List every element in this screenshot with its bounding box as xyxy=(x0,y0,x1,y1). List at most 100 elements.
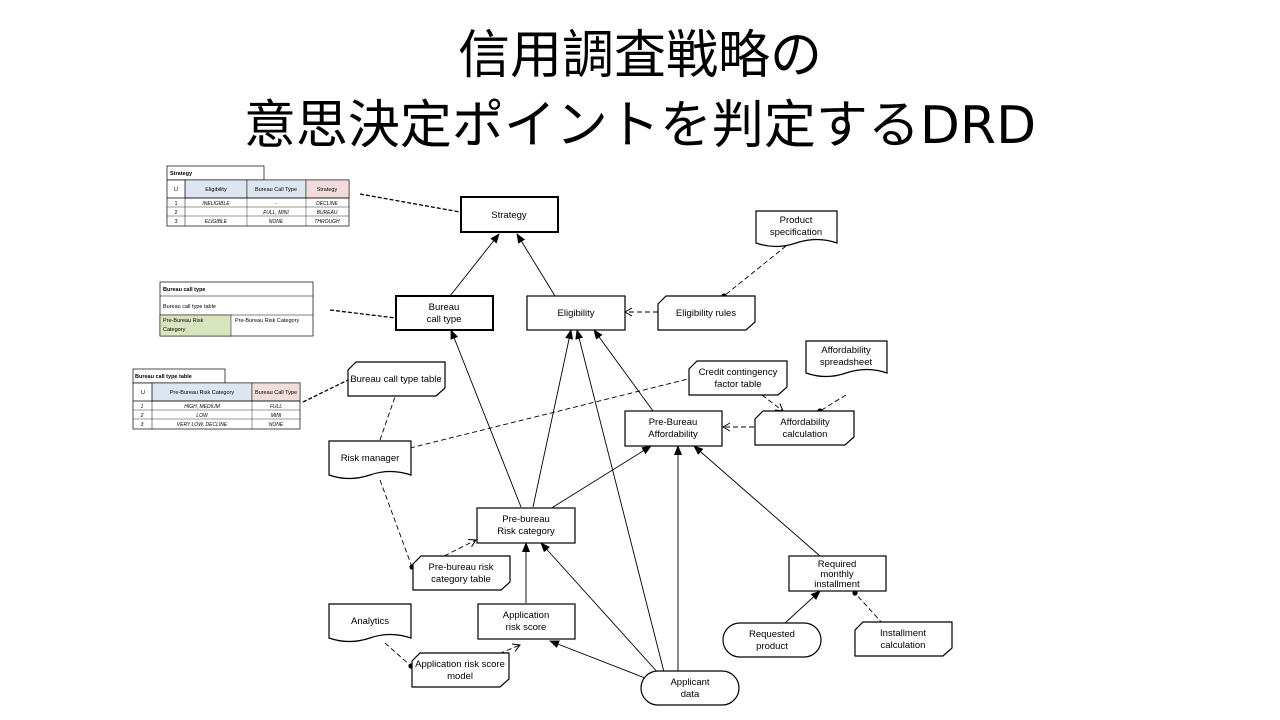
node-calc-label-2: calculation xyxy=(783,429,828,440)
node-risk-label-1: Pre-bureau xyxy=(502,514,550,525)
node-analytics-label: Analytics xyxy=(351,616,389,627)
edge-eligibility-strategy xyxy=(516,233,556,297)
node-scoremodel-label-1: Application risk score xyxy=(415,659,505,670)
strategy-r3-c1: ELIGIBLE xyxy=(205,219,228,225)
bct-th-u: U xyxy=(141,390,145,396)
page-title-line1: 信用調査戦略の xyxy=(457,26,822,86)
authority-dots xyxy=(393,293,858,669)
strategy-r2-u: 2 xyxy=(174,210,177,216)
node-eligibility-label: Eligibility xyxy=(558,308,595,319)
auth-spreadsheet-calc xyxy=(819,394,847,412)
strategy-r3-c2: NONE xyxy=(269,219,284,225)
strategy-r3-u: 3 xyxy=(174,219,177,225)
node-risk-manager[interactable]: Risk manager xyxy=(328,440,412,480)
node-strategy[interactable]: Strategy xyxy=(460,196,559,233)
node-calc-label-1: Affordability xyxy=(780,417,830,428)
node-eligibility-rules[interactable]: Eligibility rules xyxy=(657,295,756,331)
bct-r3-c2: NONE xyxy=(269,422,284,428)
node-score-label-2: risk score xyxy=(506,622,547,633)
node-pre-bureau-affordability[interactable]: Pre-Bureau Affordability xyxy=(624,410,723,447)
strategy-r1-c1: INELIGIBLE xyxy=(202,201,230,207)
auth-productspec-rules xyxy=(723,245,787,297)
node-analytics[interactable]: Analytics xyxy=(328,603,412,643)
auth-installcalc-installment xyxy=(854,592,884,625)
bct-r2-c1: LOW xyxy=(196,413,209,419)
strategy-th-eligibility: Eligibility xyxy=(205,187,227,193)
node-score-label-1: Application xyxy=(503,610,549,621)
node-eligibility[interactable]: Eligibility xyxy=(526,295,626,331)
auth-riskmanager-credit xyxy=(409,377,693,449)
edge-risk-eligibility xyxy=(532,329,574,508)
bureau-call-type-boxed-expression: Bureau call type Bureau call type table … xyxy=(159,281,314,337)
node-bureau-call-type-table[interactable]: Bureau call type table xyxy=(347,361,446,397)
node-installcalc-label-2: calculation xyxy=(881,640,926,651)
node-applicant-label-1: Applicant xyxy=(670,677,709,688)
node-application-risk-score[interactable]: Application risk score xyxy=(477,603,576,640)
dot-installment xyxy=(852,590,858,596)
node-riskmanager-label: Risk manager xyxy=(341,453,400,464)
edge-applicant-eligibility xyxy=(575,329,665,673)
authority-requirements xyxy=(379,245,884,667)
bureau-table-input-1b: Category xyxy=(163,327,186,333)
node-spreadsheet-label-1: Affordability xyxy=(821,345,871,356)
edge-affordability-eligibility xyxy=(593,329,654,412)
node-scoremodel-label-2: model xyxy=(447,671,473,682)
edge-credit-calc xyxy=(761,394,784,412)
bct-table-name: Bureau call type table xyxy=(135,374,192,380)
node-installcalc-label-1: Installment xyxy=(880,628,926,639)
node-credit-label-1: Credit contingency xyxy=(699,367,778,378)
node-credit-contingency-factor-table[interactable]: Credit contingency factor table xyxy=(688,360,788,396)
node-strategy-label: Strategy xyxy=(491,210,527,221)
bureau-table-input-2: Pre-Bureau Risk Category xyxy=(235,318,299,324)
node-installment-calculation[interactable]: Installment calculation xyxy=(854,621,953,657)
node-affordability-spreadsheet[interactable]: Affordability spreadsheet xyxy=(805,340,888,378)
edge-bureau-strategy xyxy=(449,233,500,297)
node-required-monthly-installment[interactable]: Required monthly installment xyxy=(788,555,887,592)
assoc-bct-table xyxy=(302,379,349,403)
node-installment-label-1: Required xyxy=(818,559,857,570)
node-riskcattable-label-1: Pre-bureau risk xyxy=(429,562,494,573)
node-bct-label: Bureau call type table xyxy=(350,374,441,385)
node-product-specification[interactable]: Product specification xyxy=(755,210,838,248)
bct-th-risk: Pre-Bureau Risk Category xyxy=(170,390,234,396)
node-applicant-data[interactable]: Applicant data xyxy=(640,670,740,706)
node-bureau-label-1: Bureau xyxy=(429,302,460,313)
node-product-label-2: product xyxy=(756,641,788,652)
node-risk-label-2: Risk category xyxy=(497,526,555,537)
assoc-bureau-table xyxy=(329,309,397,319)
bct-th-calltype: Bureau Call Type xyxy=(255,390,297,396)
node-productspec-label-2: specification xyxy=(770,227,822,238)
node-installment-label-3: installment xyxy=(814,579,860,590)
node-bureau-call-type[interactable]: Bureau call type xyxy=(395,295,494,331)
node-pre-bureau-risk-category-table[interactable]: Pre-bureau risk category table xyxy=(412,555,511,591)
node-application-risk-score-model[interactable]: Application risk score model xyxy=(411,652,510,688)
node-requested-product[interactable]: Requested product xyxy=(722,622,822,658)
node-affordability-label-2: Affordability xyxy=(648,429,698,440)
node-applicant-label-2: data xyxy=(681,689,700,700)
node-bureau-label-2: call type xyxy=(427,314,462,325)
strategy-decision-table: Strategy U Eligibility Bureau Call Type … xyxy=(166,165,350,227)
node-affordability-calculation[interactable]: Affordability calculation xyxy=(754,410,855,446)
strategy-r2-c2: FULL, MINI xyxy=(263,210,289,216)
bct-r2-c2: MINI xyxy=(271,413,282,419)
auth-analytics-scoremodel xyxy=(384,642,412,667)
strategy-th-bureau: Bureau Call Type xyxy=(255,187,297,193)
edge-installment-affordability xyxy=(693,445,821,557)
edge-applicant-score xyxy=(549,640,651,681)
bct-r1-c1: HIGH, MEDIUM xyxy=(184,404,220,410)
strategy-r3-c3: THROUGH xyxy=(314,219,340,225)
strategy-r1-c2: - xyxy=(275,201,277,207)
bureau-table-subtitle: Bureau call type table xyxy=(163,304,216,310)
node-spreadsheet-label-2: spreadsheet xyxy=(820,357,873,368)
bct-r2-u: 2 xyxy=(140,413,144,419)
node-rules-label: Eligibility rules xyxy=(676,308,736,319)
bureau-table-name: Bureau call type xyxy=(163,287,206,293)
node-pre-bureau-risk-category[interactable]: Pre-bureau Risk category xyxy=(476,507,576,544)
strategy-r1-c3: DECLINE xyxy=(316,201,338,207)
bct-r1-c2: FULL xyxy=(270,404,282,410)
assoc-strategy-table xyxy=(359,193,461,213)
node-riskcattable-label-2: category table xyxy=(431,574,491,585)
strategy-r2-c3: BUREAU xyxy=(317,210,338,216)
node-installment-label-2: monthly xyxy=(820,569,854,580)
